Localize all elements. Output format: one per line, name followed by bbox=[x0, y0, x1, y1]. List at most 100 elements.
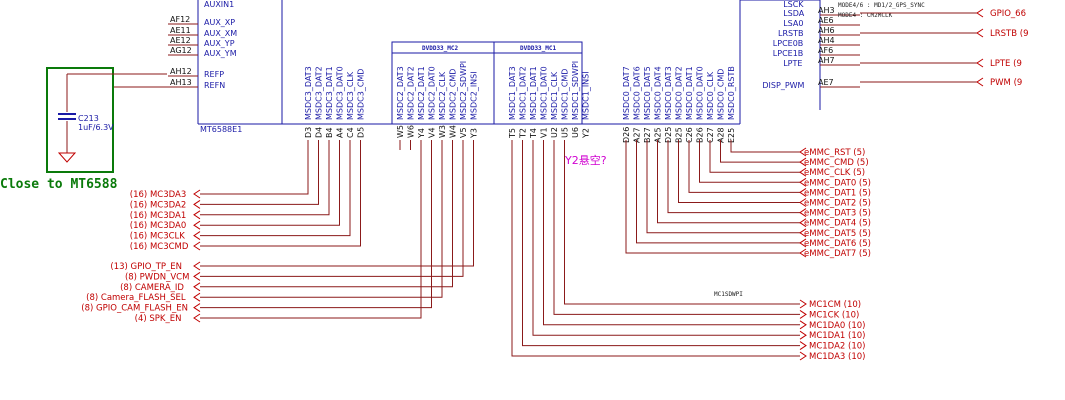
msdc3-wire bbox=[200, 140, 361, 247]
left-pin-name: AUX_XP bbox=[204, 18, 235, 27]
right-net-label: GPIO_66 bbox=[990, 9, 1026, 19]
msdc2-wire bbox=[200, 140, 443, 298]
msdc0-pin-ball: B25 bbox=[675, 127, 684, 143]
mc2-net-label: (8) GPIO_CAM_FLASH_EN bbox=[81, 304, 188, 314]
msdc3-pin-name: MSDC3_DAT0 bbox=[336, 66, 345, 120]
msdc1-pin-name: MSDC1_DAT1 bbox=[529, 66, 538, 120]
msdc3-pin-ball: D4 bbox=[315, 127, 324, 138]
net-group: (16) MC3DA3(16) MC3DA2(16) MC3DA1(16) MC… bbox=[81, 140, 871, 362]
msdc3-pin-ball: C4 bbox=[346, 127, 355, 138]
net-arrow bbox=[193, 261, 201, 271]
net-arrow bbox=[799, 299, 807, 309]
mc1-net-label: MC1DA1 (10) bbox=[809, 331, 865, 341]
net-arrow bbox=[193, 282, 201, 292]
msdc1-pin-name: MSDC1_SDWPI bbox=[571, 61, 580, 120]
msdc2-pin-ball: V4 bbox=[428, 127, 437, 138]
mc3-net-label: (16) MC3CMD bbox=[130, 242, 189, 252]
msdc2-pin-ball: W3 bbox=[438, 125, 447, 138]
msdc3-wire bbox=[200, 140, 351, 237]
msdc1-pin-name: MSDC1_CMD bbox=[561, 69, 570, 120]
net-arrow bbox=[193, 271, 201, 281]
msdc3-pin-ball: D3 bbox=[304, 127, 313, 138]
right-pin-ball: AH7 bbox=[818, 56, 835, 65]
mc2-net-label: (8) CAMERA_ID bbox=[120, 283, 184, 293]
msdc2-pin-name: MSDC2_DAT1 bbox=[417, 66, 426, 120]
msdc0-pin-name: MSDC0_CLK bbox=[706, 71, 715, 120]
msdc1-pin-name: MSDC1_DAT2 bbox=[519, 66, 528, 120]
right-net-label: LPTE (9 bbox=[990, 59, 1022, 69]
msdc1-wire bbox=[511, 140, 800, 357]
msdc0-pin-name: MSDC0_DAT3 bbox=[664, 66, 673, 120]
mc1-net-label: MC1DA2 (10) bbox=[809, 342, 865, 352]
right-pin-name: LPCE0B bbox=[773, 39, 804, 48]
right-pin-ball: AH6 bbox=[818, 26, 835, 35]
msdc2-pin-name: MSDC2_DAT2 bbox=[407, 66, 416, 120]
msdc2-wire bbox=[200, 140, 422, 319]
msdc0-pin-ball: A28 bbox=[717, 127, 726, 143]
right-pin-name: LPCE1B bbox=[773, 49, 804, 58]
mc1-net-label: MC1CM (10) bbox=[809, 300, 861, 310]
bank-mc1-box: DVDD33_MC1 bbox=[493, 41, 583, 125]
mc1-sdwpi-note: MC1SDWPI bbox=[714, 291, 743, 298]
emmc-net-label: eMMC_DAT3 (5) bbox=[804, 209, 871, 219]
left-pin-name: AUXIN1 bbox=[204, 0, 234, 9]
msdc1-wire bbox=[564, 140, 800, 305]
msdc0-pin-ball: C27 bbox=[706, 127, 715, 143]
emmc-net-label: eMMC_DAT5 (5) bbox=[804, 229, 871, 239]
right-pin-name: LPTE bbox=[783, 59, 802, 68]
msdc2-wire bbox=[200, 140, 474, 267]
msdc0-wire bbox=[709, 140, 800, 173]
msdc0-pin-name: MSDC0_DAT0 bbox=[696, 66, 705, 120]
left-pin-name: AUX_YM bbox=[204, 49, 237, 58]
left-pin-ball: AE12 bbox=[170, 36, 191, 45]
emmc-net-label: eMMC_CLK (5) bbox=[804, 168, 865, 178]
msdc2-wire bbox=[200, 140, 464, 277]
msdc3-pin-ball: A4 bbox=[336, 127, 345, 138]
mc2-net-label: (4) SPK_EN bbox=[135, 314, 182, 324]
msdc0-wire bbox=[625, 140, 800, 254]
net-arrow bbox=[799, 248, 807, 258]
msdc0-pin-name: MSDC0_DAT6 bbox=[633, 66, 642, 120]
msdc1-wire bbox=[543, 140, 800, 326]
emmc-net-label: eMMC_RST (5) bbox=[804, 148, 865, 158]
right-pin-ball: AF6 bbox=[818, 46, 833, 55]
msdc2-pin-ball: V5 bbox=[459, 127, 468, 138]
right-pin-ball: AH4 bbox=[818, 36, 835, 45]
net-arrow bbox=[799, 320, 807, 330]
net-arrow bbox=[799, 351, 807, 361]
net-arrow bbox=[799, 157, 807, 167]
net-arrow bbox=[799, 187, 807, 197]
mc1-net-label: MC1DA0 (10) bbox=[809, 321, 865, 331]
msdc1-pin-ball: T4 bbox=[529, 128, 538, 139]
bottom-pin-group: MSDC3_DAT3D3MSDC3_DAT2D4MSDC3_DAT1B4MSDC… bbox=[304, 61, 736, 143]
emmc-net-label: eMMC_DAT6 (5) bbox=[804, 239, 871, 249]
msdc0-wire bbox=[657, 140, 800, 224]
right-net-arrow bbox=[976, 28, 984, 38]
net-arrow bbox=[799, 147, 807, 157]
mc3-net-label: (16) MC3DA1 bbox=[130, 211, 186, 221]
msdc2-pin-ball: W4 bbox=[449, 125, 458, 138]
msdc0-pin-ball: C26 bbox=[685, 127, 694, 143]
msdc3-pin-name: MSDC3_CMD bbox=[357, 69, 366, 120]
mc3-net-label: (16) MC3DA0 bbox=[130, 221, 186, 231]
msdc1-wire bbox=[522, 140, 800, 347]
net-arrow bbox=[799, 167, 807, 177]
msdc0-wire bbox=[667, 140, 800, 214]
net-arrow bbox=[799, 177, 807, 187]
net-arrow bbox=[799, 228, 807, 238]
msdc1-pin-ball: T2 bbox=[519, 128, 528, 139]
msdc1-pin-ball: U2 bbox=[550, 127, 559, 138]
msdc3-wire bbox=[200, 140, 340, 226]
right-net-arrow bbox=[976, 8, 984, 18]
net-arrow bbox=[799, 238, 807, 248]
mc1-net-label: MC1CK (10) bbox=[809, 310, 859, 320]
msdc3-pin-ball: D5 bbox=[357, 127, 366, 138]
net-arrow bbox=[193, 231, 201, 241]
msdc3-pin-name: MSDC3_DAT1 bbox=[325, 66, 334, 120]
net-arrow bbox=[193, 241, 201, 251]
right-pin-name: LSA0 bbox=[783, 19, 803, 28]
msdc0-pin-ball: D26 bbox=[622, 127, 631, 143]
mc1-net-label: MC1DA3 (10) bbox=[809, 352, 865, 362]
left-pin-name: REFN bbox=[204, 81, 225, 90]
msdc0-pin-name: MSDC0_DAT5 bbox=[643, 66, 652, 120]
